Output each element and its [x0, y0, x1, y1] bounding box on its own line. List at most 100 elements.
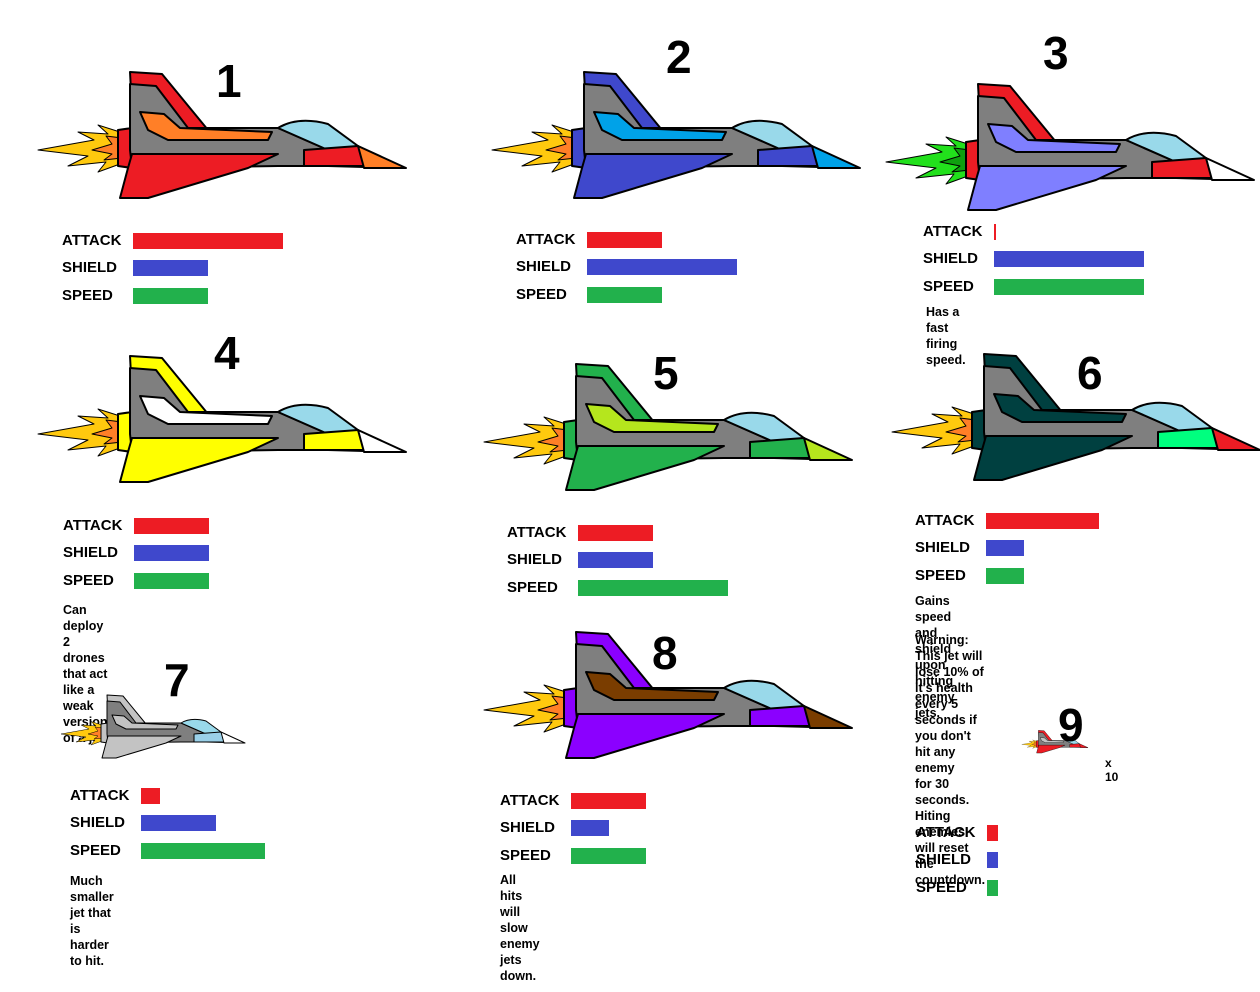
jet-description: Much smaller jet that is harder to hit. [70, 874, 114, 968]
flame-outer [483, 684, 567, 733]
canopy [723, 411, 805, 443]
nose-tip [220, 731, 246, 744]
jet-number: 7 [164, 654, 190, 706]
jet-number: 5 [653, 347, 679, 399]
attack-label: ATTACK [63, 517, 123, 534]
attack-label: ATTACK [507, 524, 567, 541]
nose-tip [1211, 427, 1260, 451]
speed-label: SPEED [70, 842, 121, 859]
jet-number: 3 [1043, 27, 1069, 79]
attack-bar [578, 525, 653, 541]
speed-bar [994, 279, 1144, 295]
jet-description: All hits will slow enemy jets down. [500, 873, 540, 983]
stripe [111, 714, 179, 730]
jet-number: 4 [214, 327, 240, 379]
speed-label: SPEED [916, 879, 967, 896]
speed-label: SPEED [507, 579, 558, 596]
attack-label: ATTACK [915, 512, 975, 529]
attack-label: ATTACK [70, 787, 130, 804]
speed-label: SPEED [516, 286, 567, 303]
jet-description: Can deploy 2 drones that act like a weak… [63, 603, 108, 745]
stripe [585, 671, 719, 701]
jet-sprite [1021, 730, 1089, 754]
canopy [277, 403, 359, 435]
shield-label: SHIELD [63, 544, 119, 561]
speed-label: SPEED [63, 572, 114, 589]
speed-bar [141, 843, 265, 859]
nose-tip [357, 145, 407, 169]
flame-outer [1021, 739, 1037, 749]
canopy [277, 119, 359, 151]
jet-number: 8 [652, 627, 678, 679]
jet-body [483, 363, 853, 491]
speed-bar [134, 573, 209, 589]
nose-tip [803, 437, 853, 461]
attack-bar [587, 232, 662, 248]
wing [573, 153, 733, 199]
stripe [987, 123, 1121, 153]
canopy [1131, 401, 1213, 433]
jet-number: 1 [216, 55, 242, 107]
attack-bar [994, 224, 996, 240]
jet-body [37, 71, 407, 199]
attack-bar [134, 518, 209, 534]
speed-label: SPEED [923, 278, 974, 295]
nose-tip [357, 429, 407, 453]
attack-bar [141, 788, 160, 804]
speed-bar [587, 287, 662, 303]
flame-outer [491, 124, 575, 173]
shield-bar [578, 552, 653, 568]
shield-label: SHIELD [62, 259, 118, 276]
shield-label: SHIELD [915, 539, 971, 556]
attack-label: ATTACK [62, 232, 122, 249]
attack-label: ATTACK [923, 223, 983, 240]
nose-tip [803, 705, 853, 729]
wing [119, 437, 279, 483]
shield-bar [987, 852, 999, 868]
canopy [1064, 738, 1080, 745]
jet-sprite [885, 83, 1255, 211]
shield-label: SHIELD [507, 551, 563, 568]
speed-bar [987, 880, 999, 896]
canopy [723, 679, 805, 711]
shield-label: SHIELD [516, 258, 572, 275]
attack-bar [987, 825, 999, 841]
attack-bar [986, 513, 1099, 529]
stripe [139, 111, 273, 141]
speed-bar [986, 568, 1024, 584]
jet-body [891, 353, 1260, 481]
jet-body [37, 355, 407, 483]
nose-tip [1079, 743, 1089, 748]
jet-sprite [491, 71, 861, 199]
jet-sprite [37, 355, 407, 483]
stripe [585, 403, 719, 433]
speed-label: SPEED [62, 287, 113, 304]
jet-sprite [60, 694, 246, 759]
flame-outer [60, 721, 103, 746]
stripe [139, 395, 273, 425]
jet-body [1021, 730, 1089, 754]
attack-label: ATTACK [500, 792, 560, 809]
jet-description: Gains speed and shield upon hitting enem… [915, 594, 955, 720]
attack-bar [571, 793, 646, 809]
jet-number: 9 [1058, 699, 1084, 751]
stripe [993, 393, 1127, 423]
jet-number: 2 [666, 31, 692, 83]
shield-bar [587, 259, 737, 275]
flame-outer [885, 136, 969, 185]
shield-label: SHIELD [923, 250, 979, 267]
speed-bar [578, 580, 728, 596]
jet-body [491, 71, 861, 199]
wing [565, 713, 725, 759]
flame-outer [37, 124, 121, 173]
wing [973, 435, 1133, 481]
jet-description: Has a fast firing speed. [926, 305, 966, 367]
jet-body [483, 631, 853, 759]
jet-number: 6 [1077, 347, 1103, 399]
canopy [180, 718, 222, 735]
flame-outer [37, 408, 121, 457]
flame-outer [891, 406, 975, 455]
shield-bar [986, 540, 1024, 556]
attack-label: ATTACK [916, 824, 976, 841]
canopy [1125, 131, 1207, 163]
